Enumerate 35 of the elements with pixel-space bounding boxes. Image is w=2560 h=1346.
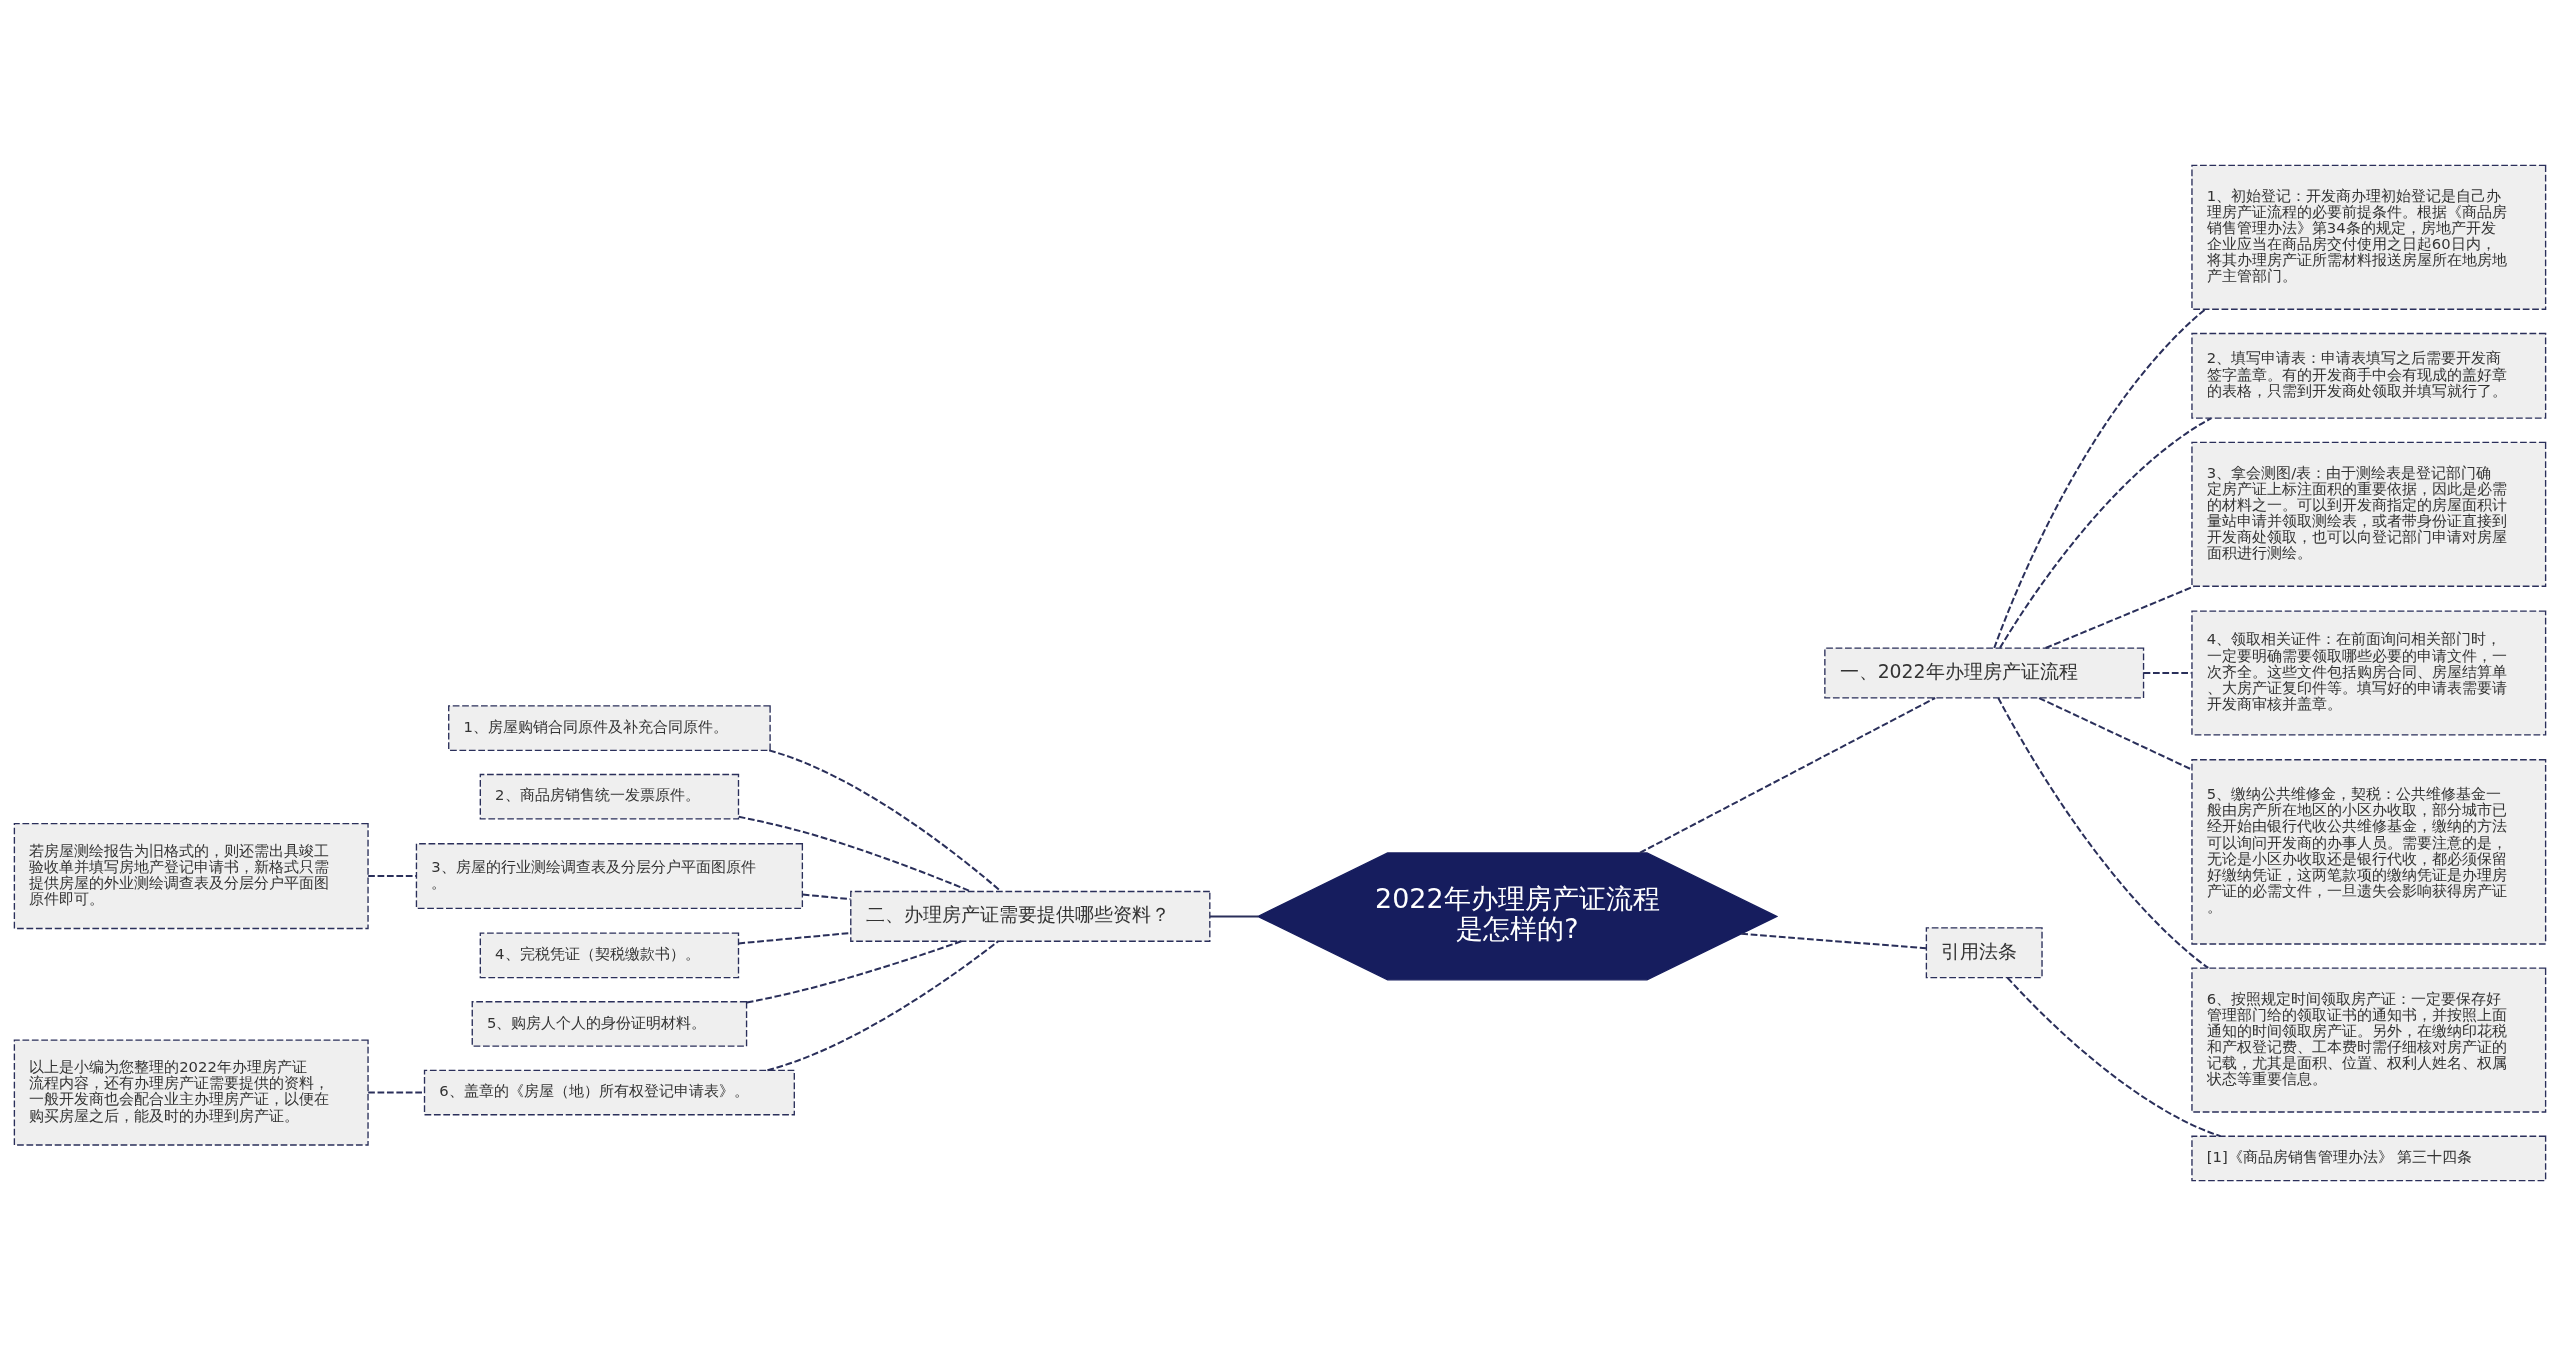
node-box: 二、办理房产证需要提供哪些资料？ — [850, 890, 1211, 942]
connector — [2038, 697, 2193, 771]
node-box: 以上是小编为您整理的2022年办理房产证流程内容，还有办理房产证需要提供的资料，一般开发商也会配合业主办理房产证，以便在购买房屋之后，能及时的办理到房产证。 — [13, 1039, 369, 1146]
node-box: 若房屋测绘报告为旧格式的，则还需出具竣工验收单并填写房地产登记申请书，新格式只需提供房屋的外业测绘调查表及分层分户平面图原件即可。 — [13, 822, 369, 930]
connector — [1993, 308, 2206, 649]
connector — [746, 940, 962, 1004]
connector — [1209, 915, 1259, 918]
node-box: [1]《商品房销售管理办法》 第三十四条 — [2191, 1135, 2547, 1182]
node-box: 引用法条 — [1925, 927, 2043, 979]
connector — [2006, 977, 2221, 1138]
node-box: 2、商品房销售统一发票原件。 — [479, 773, 740, 820]
node-box: 5、缴纳公共维修金，契税：公共维修基金一般由房产所在地区的小区办收取，部分城市已经开始由银行代收公共维修基金，缴纳的方法可以询问开发商的办事人员。需要注意的是，无论是小区办收取还是银行代收，都必须保留好缴纳凭证，这两笔款项的缴纳凭证是办理房产证的必需文件，一旦遗失会影响获得房产证。 — [2191, 759, 2547, 945]
node-box: 4、领取相关证件：在前面询问相关部门时，一定要明确需要领取哪些必要的申请文件，一次齐全。这些文件包括购房合同、房屋结算单、大房产证复印件等。填写好的申请表需要请开发商审核并盖章。 — [2191, 610, 2547, 736]
connector — [368, 1091, 425, 1094]
node-box: 6、按照规定时间领取房产证：一定要保存好管理部门给的领取证书的通知书，并按照上面通知的时间领取房产证。另外，在缴纳印花税和产权登记费、工本费时需仔细核对房产证的记载，尤其是面积、位置、权利人姓名、权属状态等重要信息。 — [2191, 967, 2547, 1113]
connector — [767, 940, 999, 1072]
node-box: 1、房屋购销合同原件及补充合同原件。 — [448, 705, 771, 751]
connector — [1999, 417, 2212, 649]
connector — [738, 815, 972, 893]
node-box: 3、房屋的行业测绘调查表及分层分户平面图原件。 — [415, 843, 804, 909]
connector — [738, 932, 851, 945]
node-box: 6、盖章的《房屋（地）所有权登记申请表》。 — [423, 1069, 795, 1116]
node-box: 4、完税凭证（契税缴款书）。 — [479, 932, 740, 979]
node-box: 3、拿会测图/表：由于测绘表是登记部门确定房产证上标注面积的重要依据，因此是必需的材料之一。可以到开发商指定的房屋面积计量站申请并领取测绘表，或者带身份证直接到开发商处领取，也可以向登记部门申请对房屋面积进行测绘。 — [2191, 441, 2547, 587]
connector — [1741, 932, 1927, 950]
connector — [2143, 672, 2192, 674]
node-box: 一、2022年办理房产证流程 — [1824, 647, 2145, 699]
connector — [1639, 697, 1936, 854]
connector — [2045, 585, 2195, 649]
node-box: 5、购房人个人的身份证明材料。 — [471, 1001, 748, 1047]
connector — [1997, 697, 2209, 969]
node-box: 1、初始登记：开发商办理初始登记是自己办理房产证流程的必要前提条件。根据《商品房销售管理办法》第34条的规定，房地产开发企业应当在商品房交付使用之日起60日内，将其办理房产证所需材料报送房屋所在地房地产主管部门。 — [2191, 164, 2547, 310]
connector — [368, 875, 417, 878]
connector — [768, 749, 1002, 893]
node-box: 2、填写申请表：申请表填写之后需要开发商签字盖章。有的开发商手中会有现成的盖好章的表格，只需到开发商处领取并填写就行了。 — [2191, 332, 2547, 419]
